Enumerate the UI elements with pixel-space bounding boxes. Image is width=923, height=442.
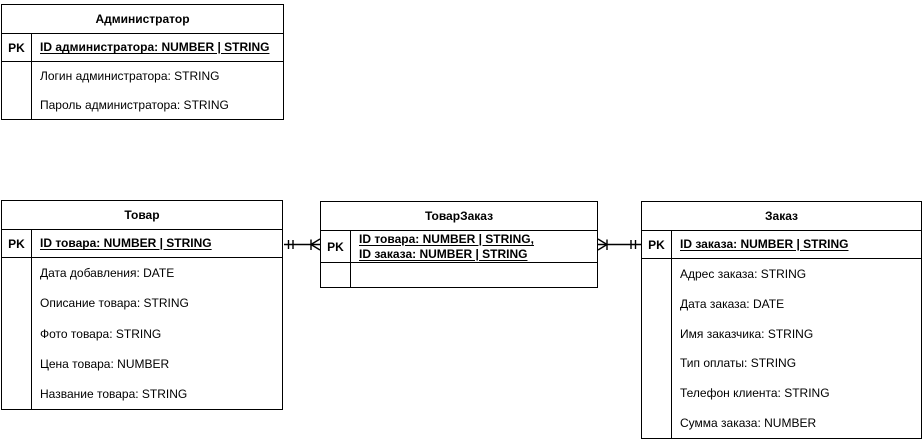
attribute: Название товара: STRING xyxy=(40,386,188,401)
attribute-section: Логин администратора: STRING Пароль адми… xyxy=(2,62,283,119)
pk-attribute: ID товара: NUMBER | STRING, ID заказа: N… xyxy=(359,231,534,261)
attribute: Дата заказа: DATE xyxy=(680,296,785,311)
relationship-order-productorder[interactable] xyxy=(597,238,641,251)
entity-product[interactable]: Товар PK ID товара: NUMBER | STRING Дата… xyxy=(1,200,283,410)
entity-title: ТоварЗаказ xyxy=(321,202,597,231)
pk-attribute: ID заказа: NUMBER | STRING xyxy=(680,237,849,251)
attribute: Пароль администратора: STRING xyxy=(40,97,229,112)
attribute: Фото товара: STRING xyxy=(40,326,162,341)
attribute: Описание товара: STRING xyxy=(40,296,189,311)
attribute: Имя заказчика: STRING xyxy=(680,326,814,341)
attribute-section: Адрес заказа: STRING Дата заказа: DATE И… xyxy=(642,259,921,438)
entity-administrator[interactable]: Администратор PK ID администратора: NUMB… xyxy=(1,4,284,120)
attribute: Адрес заказа: STRING xyxy=(680,266,807,281)
pk-row: PK ID товара: NUMBER | STRING xyxy=(2,230,282,258)
entity-title: Администратор xyxy=(2,5,283,34)
pk-attribute: ID товара: NUMBER | STRING xyxy=(40,236,212,250)
pk-row: PK ID товара: NUMBER | STRING, ID заказа… xyxy=(321,231,597,263)
attribute: Цена товара: NUMBER xyxy=(40,356,170,371)
relationship-product-productorder[interactable] xyxy=(284,238,321,251)
pk-gutter xyxy=(2,62,32,119)
pk-badge: PK xyxy=(2,230,32,257)
pk-badge: PK xyxy=(2,34,32,61)
entity-title: Заказ xyxy=(642,202,921,231)
pk-gutter xyxy=(642,259,672,438)
attribute: Логин администратора: STRING xyxy=(40,69,220,84)
pk-row: PK ID администратора: NUMBER | STRING xyxy=(2,34,283,62)
pk-row: PK ID заказа: NUMBER | STRING xyxy=(642,231,921,259)
attribute: Телефон клиента: STRING xyxy=(680,386,830,401)
attribute: Сумма заказа: NUMBER xyxy=(680,416,817,431)
entity-product-order[interactable]: ТоварЗаказ PK ID товара: NUMBER | STRING… xyxy=(320,201,598,288)
pk-badge: PK xyxy=(642,231,672,258)
pk-attribute: ID администратора: NUMBER | STRING xyxy=(40,40,270,54)
attribute: Тип оплаты: STRING xyxy=(680,356,797,371)
attribute: Дата добавления: DATE xyxy=(40,266,175,281)
pk-gutter xyxy=(2,258,32,409)
attribute-section: Дата добавления: DATE Описание товара: S… xyxy=(2,258,282,409)
pk-gutter xyxy=(321,263,351,287)
entity-order[interactable]: Заказ PK ID заказа: NUMBER | STRING Адре… xyxy=(641,201,922,439)
attribute-section xyxy=(321,263,597,287)
entity-title: Товар xyxy=(2,201,282,230)
pk-badge: PK xyxy=(321,231,351,262)
